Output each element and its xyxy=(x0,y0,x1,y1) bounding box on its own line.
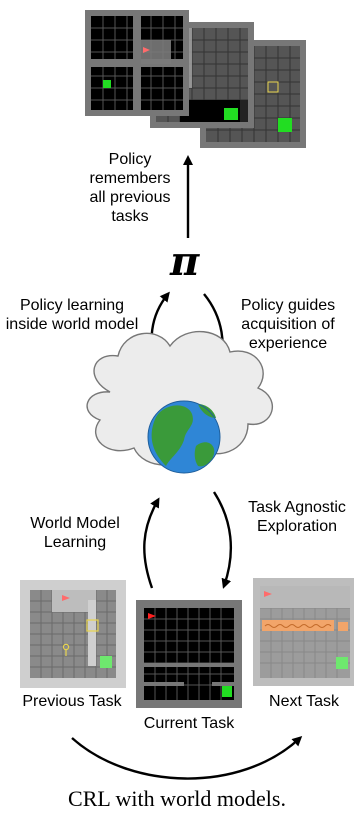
curved-arrow-icon xyxy=(71,735,303,780)
figure-caption: CRL with world models. xyxy=(68,786,286,811)
label-task-agnostic: Task Agnostic Exploration xyxy=(248,499,346,535)
curved-arrow-icon xyxy=(212,491,233,589)
memory-task-card-1 xyxy=(85,10,189,116)
label-current-task: Current Task xyxy=(143,715,235,732)
label-policy-remembers: Policy remembers all previous tasks xyxy=(89,151,171,225)
earth-icon xyxy=(147,400,221,474)
cloud-icon xyxy=(86,330,274,466)
top-task-stack xyxy=(85,10,306,148)
previous-task-grid xyxy=(20,580,126,688)
curved-arrow-icon xyxy=(143,497,160,589)
current-task-grid xyxy=(136,600,242,708)
label-policy-guides: Policy guides acquisition of experience xyxy=(240,297,336,352)
label-previous-task: Previous Task xyxy=(22,693,122,710)
policy-symbol: π xyxy=(170,238,200,285)
label-policy-learning: Policy learning inside world model xyxy=(5,297,139,333)
label-next-task: Next Task xyxy=(269,693,339,710)
label-world-model-learning: World Model Learning xyxy=(30,515,120,551)
next-task-grid xyxy=(253,578,354,686)
